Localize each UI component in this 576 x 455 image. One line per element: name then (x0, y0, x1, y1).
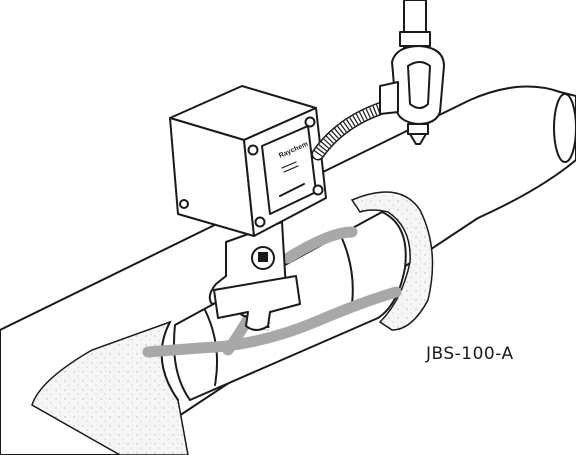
lid-screw-top-right (304, 116, 316, 128)
conduit-fitting (379, 0, 445, 145)
condulet-body (391, 45, 445, 125)
box-screw-front (179, 199, 189, 209)
insulation-cut-ring (350, 191, 434, 331)
conduit-coupling (399, 31, 431, 47)
pipe-stand-foot (213, 275, 301, 331)
breather-nut (407, 123, 429, 135)
condulet-cover (407, 61, 431, 109)
model-label: JBS-100-A (426, 344, 514, 364)
insulation-cut-edge (160, 321, 179, 401)
lid-screw-top-left (247, 144, 259, 156)
pipe-end-cap (553, 93, 576, 163)
stand-fitting-square (258, 252, 268, 262)
heating-cable-upper-run (282, 226, 358, 264)
junction-box: Raychem (169, 85, 327, 237)
brand-logo-mark (281, 161, 299, 173)
pipe-stand (208, 221, 301, 331)
lid-screw-bottom-left (254, 216, 266, 228)
lid-label-line (279, 183, 305, 197)
pipe-band-1 (339, 233, 354, 305)
lid-screw-bottom-right (312, 184, 324, 196)
breather-tip (409, 133, 427, 145)
condulet-side-hub (379, 81, 399, 115)
